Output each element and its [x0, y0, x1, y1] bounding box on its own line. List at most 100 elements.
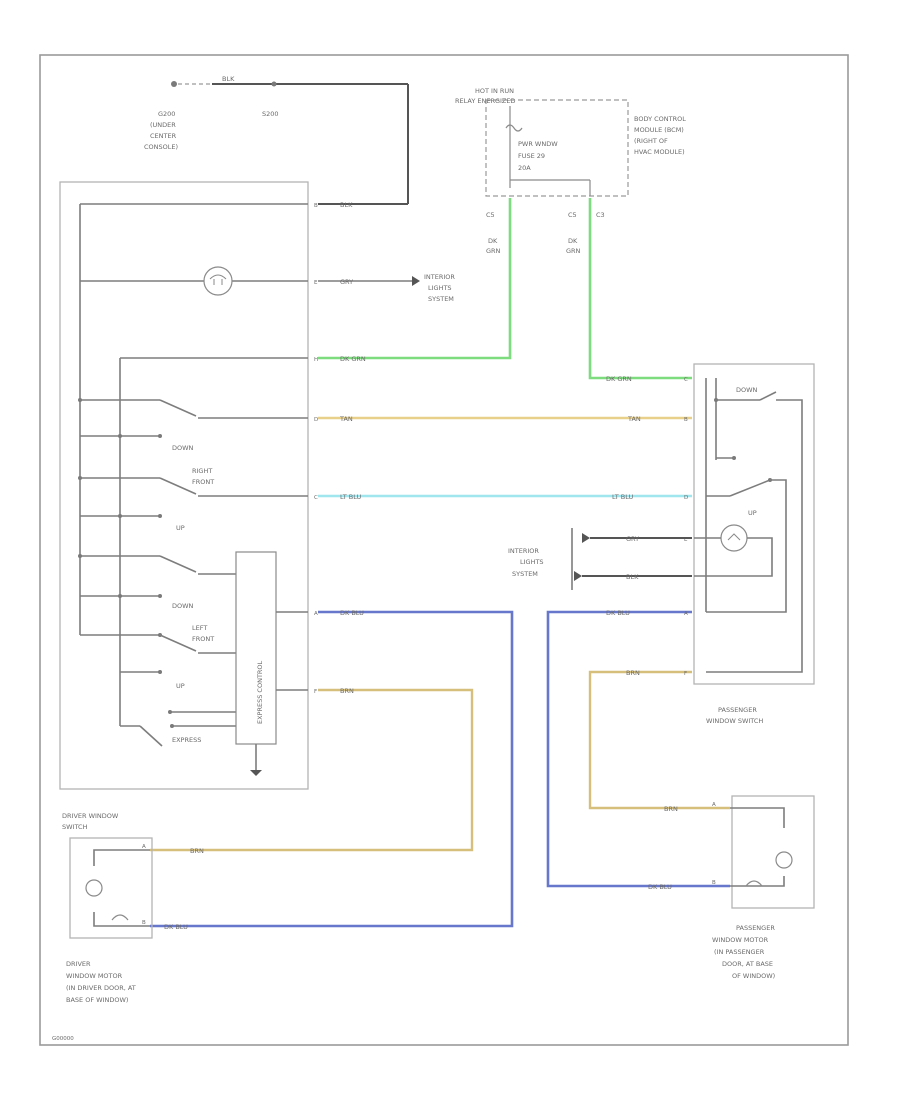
wire-label-tan-1: TAN: [339, 415, 353, 423]
svg-text:D: D: [314, 417, 318, 423]
passenger-window-motor-box: [731, 795, 815, 909]
pwr-wndw-fuse-label: PWR WNDW FUSE 29 20A: [518, 140, 560, 172]
brn-wire-passenger: [588, 670, 730, 810]
dk-grn-wire-passenger: [588, 198, 692, 380]
pm-1: PASSENGER: [736, 924, 775, 932]
pass-motor-pin-a: A: [712, 802, 716, 808]
passenger-switch-contacts: [706, 391, 803, 673]
dkgrn-r-1: DK: [568, 237, 578, 245]
passenger-lamp-icon: [720, 524, 748, 552]
switch-contacts: [78, 398, 308, 747]
svg-text:D: D: [684, 495, 688, 501]
passenger-lamp-filament-icon: [727, 533, 741, 541]
wire-label-dkgrn-1: DK GRN: [340, 355, 366, 363]
s200-label: S200: [262, 110, 279, 118]
lamp-filament-icon: [209, 274, 227, 285]
driver-window-motor-box: [69, 837, 153, 939]
bcm-box: [485, 99, 629, 197]
dkgrn-l-1: DK: [488, 237, 498, 245]
svg-text:E: E: [314, 280, 318, 286]
diagram-id: G00000: [52, 1036, 74, 1042]
arrow-interior-2a-icon: [582, 533, 590, 543]
wire-label-ltblu-2: LT BLU: [612, 493, 634, 501]
passenger-motor-label: PASSENGER WINDOW MOTOR (IN PASSENGER DOO…: [712, 924, 777, 980]
interior-lights-label-1: INTERIOR LIGHTS SYSTEM: [424, 273, 457, 303]
dk-blu-wire-driver: [150, 610, 514, 928]
driver-motor-label: DRIVER WINDOW MOTOR (IN DRIVER DOOR, AT …: [66, 960, 138, 1004]
arrow-interior-lights-icon: [412, 276, 420, 286]
dm-4: BASE OF WINDOW): [66, 996, 128, 1004]
pm-4: DOOR, AT BASE: [722, 960, 773, 968]
driver-switch-label: DRIVER WINDOW SWITCH: [62, 812, 120, 831]
bcm-4: HVAC MODULE): [634, 148, 685, 156]
passenger-window-switch-box: [693, 363, 815, 685]
wire-label-blk: BLK: [340, 201, 353, 209]
driver-switch-pins: B E H D C A F: [314, 203, 318, 695]
ps-2: WINDOW SWITCH: [706, 717, 763, 725]
interior-lights-label-2: INTERIOR LIGHTS SYSTEM: [508, 547, 546, 578]
right-front-label: RIGHT FRONT: [192, 467, 214, 486]
il2-1: INTERIOR: [508, 547, 539, 555]
wire-label-gry-1: GRY: [340, 278, 353, 286]
express-control-module: [235, 551, 277, 745]
ground-symbol-icon: [250, 770, 262, 776]
illumination-lamp-icon: [203, 266, 233, 296]
driver-motor-lead-b: [93, 912, 150, 927]
passenger-switch-label: PASSENGER WINDOW SWITCH: [706, 706, 763, 725]
svg-text:A: A: [684, 611, 688, 617]
dm-2: WINDOW MOTOR: [66, 972, 123, 980]
diagram-border: [39, 54, 849, 1046]
wire-label-dkblu-1: DK BLU: [340, 609, 364, 617]
il1-3: SYSTEM: [428, 295, 454, 303]
bcm-1: BODY CONTROL: [634, 115, 686, 123]
express-label: EXPRESS: [172, 736, 201, 744]
connector-c5: C5: [486, 211, 495, 219]
wire-label-brn-4: BRN: [664, 805, 678, 813]
svg-text:C: C: [684, 377, 688, 383]
wire-label-brn-1: BRN: [340, 687, 354, 695]
ds-2: SWITCH: [62, 823, 88, 831]
g200-desc-2: CENTER: [150, 132, 177, 140]
bcm-3: (RIGHT OF: [634, 137, 668, 145]
il2-2: LIGHTS: [520, 558, 544, 566]
lf-1: LEFT: [192, 624, 207, 632]
dkgrn-r-2: GRN: [566, 247, 581, 255]
driver-motor-pin-a: A: [142, 844, 146, 850]
connector-c5-b: C5: [568, 211, 577, 219]
g200-label: G200: [158, 110, 175, 118]
rf-2: FRONT: [192, 478, 214, 486]
hot-relay-1: HOT IN RUN: [475, 87, 514, 95]
down2-label: DOWN: [172, 602, 194, 610]
brn-wire-driver: [150, 688, 474, 852]
dm-1: DRIVER: [66, 960, 91, 968]
svg-text:B: B: [314, 203, 318, 209]
splice-s200: [271, 81, 277, 87]
wire-label-blk-top: BLK: [222, 75, 235, 83]
rf-1: RIGHT: [192, 467, 212, 475]
driver-window-switch-box: [59, 181, 309, 790]
wire-label-gry-2: GRY: [626, 535, 639, 543]
il1-1: INTERIOR: [424, 273, 455, 281]
g200-description: (UNDER CENTER CONSOLE): [144, 121, 178, 151]
ds-1: DRIVER WINDOW: [62, 812, 119, 820]
passenger-motor-icon: [775, 851, 793, 869]
svg-text:F: F: [314, 689, 317, 695]
passenger-switch-pins: C B D E A F: [684, 377, 688, 677]
left-front-label: LEFT FRONT: [192, 624, 214, 643]
svg-text:C: C: [314, 495, 318, 501]
up2-label: UP: [176, 682, 185, 690]
connector-c3: C3: [596, 211, 605, 219]
dkgrn-l-2: GRN: [486, 247, 501, 255]
wire-label-dkgrn-2: DK GRN: [606, 375, 632, 383]
il2-3: SYSTEM: [512, 570, 538, 578]
fuse-symbol: [505, 124, 523, 132]
svg-text:H: H: [314, 357, 318, 363]
wire-label-dkblu-4: DK BLU: [648, 883, 672, 891]
dk-grn-label-left: DK GRN: [486, 237, 501, 255]
svg-text:A: A: [314, 611, 318, 617]
dm-3: (IN DRIVER DOOR, AT: [66, 984, 136, 992]
hot-relay-2: RELAY ENERGIZED: [455, 97, 515, 105]
pm-5: OF WINDOW): [732, 972, 775, 980]
